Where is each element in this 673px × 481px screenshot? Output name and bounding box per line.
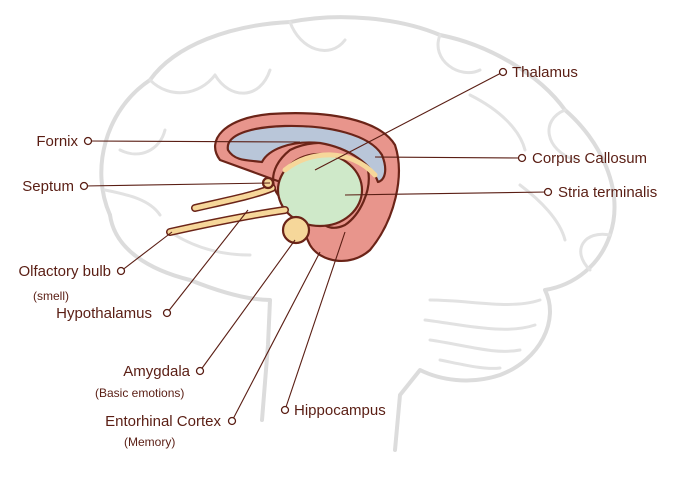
corpus-callosum xyxy=(226,124,387,184)
label-entorhinal-cortex-note: (Memory) xyxy=(124,435,175,449)
brain-outline xyxy=(99,15,617,452)
label-corpus-callosum: Corpus Callosum xyxy=(532,150,647,167)
label-olfactory-bulb-note: (smell) xyxy=(33,289,69,303)
label-amygdala: Amygdala xyxy=(123,363,190,380)
label-entorhinal-cortex: Entorhinal Cortex xyxy=(105,413,221,430)
fornix-olfactory xyxy=(167,152,378,235)
amygdala-shape xyxy=(281,215,311,245)
label-septum: Septum xyxy=(22,178,74,195)
label-hippocampus: Hippocampus xyxy=(294,402,386,419)
leader-lines xyxy=(83,71,549,422)
label-markers xyxy=(79,67,553,426)
label-fornix: Fornix xyxy=(36,133,78,150)
label-olfactory-bulb: Olfactory bulb xyxy=(18,263,111,280)
limbic-structures xyxy=(166,112,400,263)
label-stria-terminalis: Stria terminalis xyxy=(558,184,657,201)
label-thalamus: Thalamus xyxy=(512,64,578,81)
label-hypothalamus: Hypothalamus xyxy=(56,305,152,322)
label-amygdala-note: (Basic emotions) xyxy=(95,386,184,400)
